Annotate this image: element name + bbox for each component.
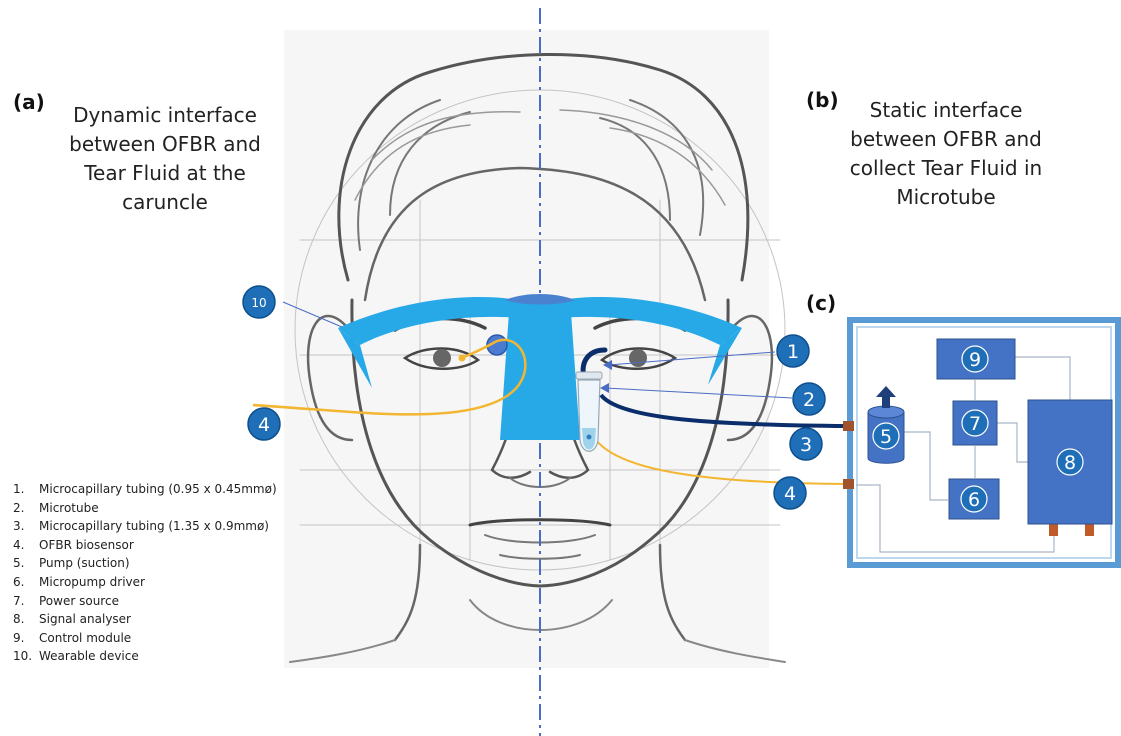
legend-item-number: 10. — [13, 647, 39, 666]
module-6-label: 6 — [968, 489, 980, 511]
legend-item-label: Microcapillary tubing (1.35 x 0.9mmø) — [39, 519, 269, 533]
legend-item-number: 9. — [13, 629, 39, 648]
callout-1-label: 1 — [787, 341, 799, 363]
legend-item: 2.Microtube — [13, 499, 277, 518]
legend-item: 8.Signal analyser — [13, 610, 277, 629]
legend-item: 6.Micropump driver — [13, 573, 277, 592]
legend-item-label: Microcapillary tubing (0.95 x 0.45mmø) — [39, 482, 277, 496]
port-biosensor — [843, 479, 854, 489]
callout-10-label: 10 — [251, 296, 266, 310]
legend-item: 9.Control module — [13, 629, 277, 648]
module-5-pump: 5 — [868, 406, 904, 463]
microtube-icon — [576, 372, 602, 451]
callout-4-left: 4 — [248, 408, 280, 440]
callout-3: 3 — [790, 428, 822, 460]
legend-item: 1.Microcapillary tubing (0.95 x 0.45mmø) — [13, 480, 277, 499]
legend-item-number: 2. — [13, 499, 39, 518]
callout-2-label: 2 — [803, 389, 815, 411]
module-6-driver: 6 — [949, 479, 999, 519]
legend-item-number: 3. — [13, 517, 39, 536]
legend-item-number: 5. — [13, 554, 39, 573]
callout-4-left-label: 4 — [258, 414, 270, 436]
legend-item-label: Microtube — [39, 501, 99, 515]
legend-item: 5.Pump (suction) — [13, 554, 277, 573]
legend-item-label: Micropump driver — [39, 575, 145, 589]
callout-4-right: 4 — [774, 477, 806, 509]
legend-item-label: Wearable device — [39, 649, 139, 663]
callout-10: 10 — [243, 286, 275, 318]
legend-item-number: 4. — [13, 536, 39, 555]
callout-2: 2 — [793, 383, 825, 415]
legend-item: 4.OFBR biosensor — [13, 536, 277, 555]
legend-item: 7.Power source — [13, 592, 277, 611]
legend-list: 1.Microcapillary tubing (0.95 x 0.45mmø)… — [13, 480, 277, 666]
legend-item-number: 6. — [13, 573, 39, 592]
biosensor-tip-left — [459, 355, 466, 362]
callout-3-label: 3 — [800, 434, 812, 456]
module-5-label: 5 — [880, 426, 892, 448]
module-7-power: 7 — [953, 401, 997, 445]
callout-1: 1 — [777, 335, 809, 367]
port-tubing — [843, 421, 854, 431]
module-8-analyser: 8 — [1028, 400, 1112, 524]
legend-item-label: Pump (suction) — [39, 556, 130, 570]
legend-item-number: 7. — [13, 592, 39, 611]
legend-item-number: 8. — [13, 610, 39, 629]
callout-4-right-label: 4 — [784, 483, 796, 505]
module-9-label: 9 — [969, 349, 981, 371]
legend-item-label: Control module — [39, 631, 131, 645]
legend-item-label: Power source — [39, 594, 119, 608]
legend-item-number: 1. — [13, 480, 39, 499]
signal-port-left — [1049, 524, 1058, 536]
legend-item-label: OFBR biosensor — [39, 538, 134, 552]
module-8-label: 8 — [1064, 452, 1076, 474]
module-7-label: 7 — [969, 413, 981, 435]
signal-port-right — [1085, 524, 1094, 536]
legend-item: 3.Microcapillary tubing (1.35 x 0.9mmø) — [13, 517, 277, 536]
legend-item-label: Signal analyser — [39, 612, 131, 626]
module-9-control: 9 — [937, 339, 1015, 379]
legend-item: 10.Wearable device — [13, 647, 277, 666]
